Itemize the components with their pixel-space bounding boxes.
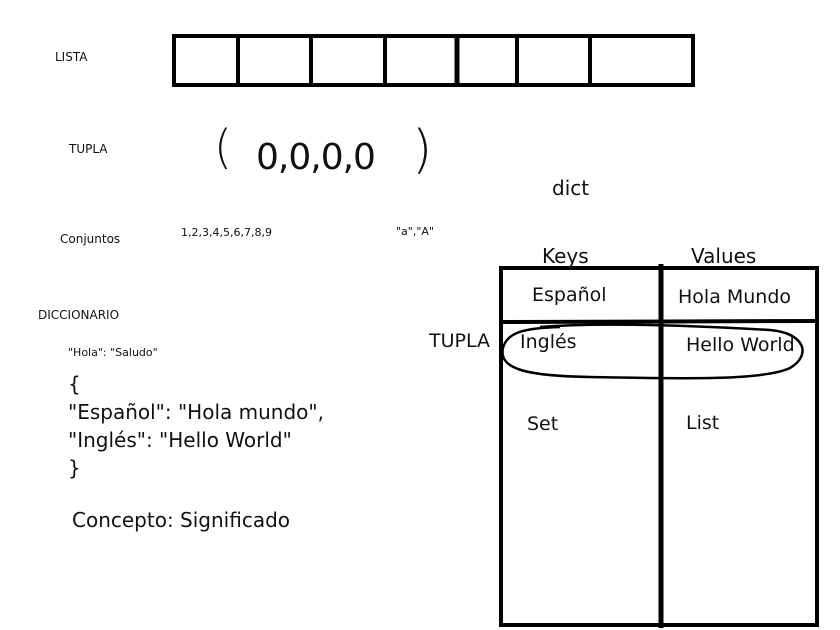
tuple-annotation: TUPLA <box>429 330 490 352</box>
dict-row-key: Inglés <box>520 331 577 353</box>
set-numbers: 1,2,3,4,5,6,7,8,9 <box>181 226 272 239</box>
dict-table-header-line <box>500 319 818 324</box>
label-tupla: TUPLA <box>69 142 108 156</box>
dict-row-value: List <box>686 412 720 434</box>
dict-code-block: { "Español": "Hola mundo", "Inglés": "He… <box>68 370 324 482</box>
tuple-contents: 0,0,0,0 <box>256 137 376 178</box>
label-lista: LISTA <box>55 50 88 64</box>
tuple-open-paren: ( <box>214 120 232 174</box>
tuple-circle <box>501 323 804 380</box>
dict-header-keys: Keys <box>542 244 589 268</box>
dict-code-line: "Inglés": "Hello World" <box>68 428 292 452</box>
dict-row-key: Español <box>532 284 607 306</box>
dict-row-key: Set <box>527 413 559 435</box>
set-letters: "a","A" <box>396 225 435 238</box>
dict-code-line: } <box>68 456 81 480</box>
dict-concept: Concepto: Significado <box>72 508 291 532</box>
dict-code-line: { <box>68 372 81 396</box>
list-boxes <box>172 34 695 87</box>
label-conjuntos: Conjuntos <box>60 232 121 246</box>
dict-table-grid <box>499 264 819 628</box>
tuple-close-paren: ) <box>412 120 433 180</box>
dict-code-line: "Español": "Hola mundo", <box>68 400 324 424</box>
dict-title: dict <box>552 176 590 200</box>
list-outer-box <box>172 34 695 87</box>
dict-header-values: Values <box>691 244 757 268</box>
label-diccionario: DICCIONARIO <box>38 308 120 322</box>
dict-row-value: Hola Mundo <box>678 286 792 308</box>
dict-pair-example: "Hola": "Saludo" <box>68 346 158 359</box>
dict-row-value: Hello World <box>686 336 795 355</box>
